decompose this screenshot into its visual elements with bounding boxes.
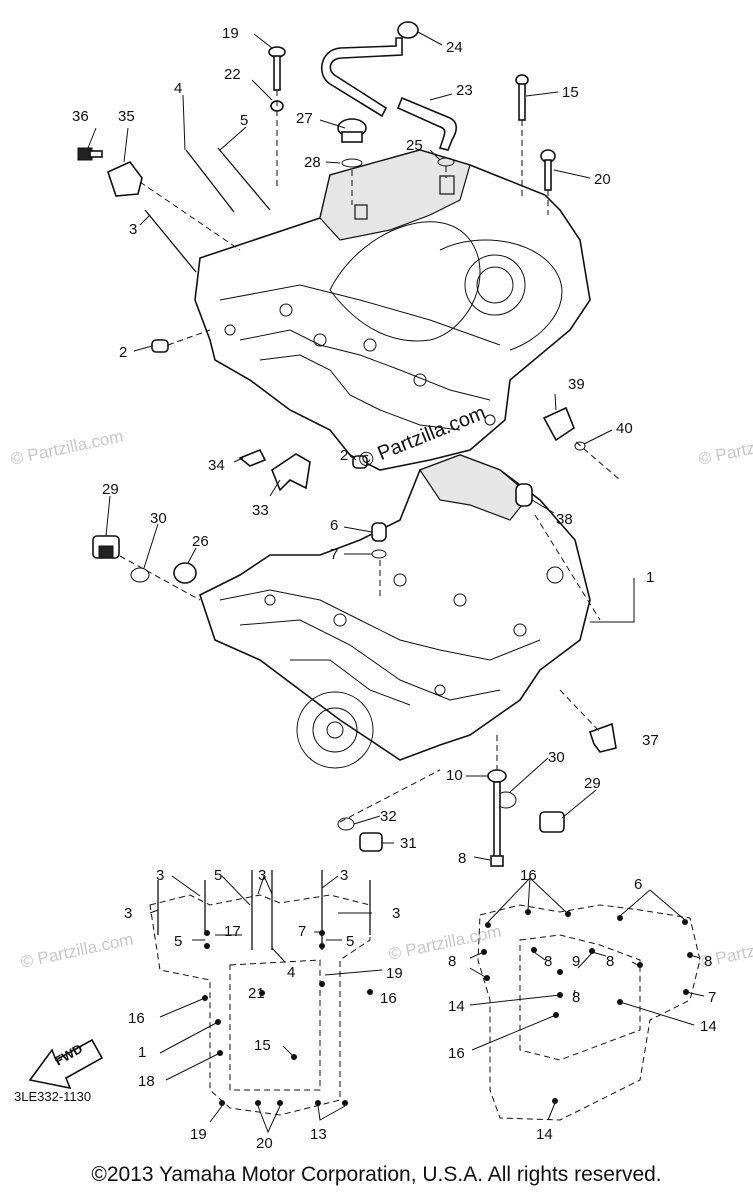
lower-case-bolt-pattern <box>469 877 705 1121</box>
bolt-dots-left <box>202 930 373 1106</box>
callout-13: 13 <box>310 1126 327 1143</box>
callout-3-a: 3 <box>156 867 164 884</box>
callout-33: 33 <box>252 502 269 519</box>
watermark-left: © Partzilla.com <box>9 427 125 469</box>
callout-3-c: 3 <box>340 867 348 884</box>
upper-bolts <box>157 870 371 950</box>
callout-39: 39 <box>568 376 585 393</box>
callout-22: 22 <box>224 66 241 83</box>
callout-40: 40 <box>616 420 633 437</box>
callout-27: 27 <box>296 110 313 127</box>
callout-4: 4 <box>174 80 182 97</box>
callout-1-a: 1 <box>138 1044 146 1061</box>
callout-8-c: 8 <box>606 953 614 970</box>
callout-35: 35 <box>118 108 135 125</box>
callout-3-d: 3 <box>124 905 132 922</box>
callout-19: 19 <box>222 25 239 42</box>
callout-29-left: 29 <box>102 481 119 498</box>
watermark-right: © Partzilla.com <box>697 427 753 469</box>
callout-29-right: 29 <box>584 775 601 792</box>
callout-14-b: 14 <box>700 1018 717 1035</box>
callout-3-top: 3 <box>129 221 137 238</box>
callout-14-c: 14 <box>536 1126 553 1143</box>
callout-3-e: 3 <box>392 905 400 922</box>
callout-16-b: 16 <box>128 1010 145 1027</box>
callout-15-a: 15 <box>254 1037 271 1054</box>
callout-7: 7 <box>330 546 338 563</box>
crankcase-exploded-diagram: © Partzilla.com © Partzilla.com © Partzi… <box>9 21 753 1152</box>
upper-crankcase <box>194 149 591 471</box>
copyright-footer: ©2013 Yamaha Motor Corporation, U.S.A. A… <box>91 1163 662 1186</box>
callout-7-a: 7 <box>298 923 306 940</box>
callout-1: 1 <box>646 569 654 586</box>
watermark-bottom-mid: © Partzilla.com <box>387 922 503 964</box>
callout-30-left: 30 <box>150 510 167 527</box>
lower-crankcase <box>199 454 591 769</box>
callout-18: 18 <box>138 1073 155 1090</box>
callout-31: 31 <box>400 835 417 852</box>
callouts: 19 22 4 5 27 28 24 23 25 15 20 36 35 3 2… <box>72 25 717 1152</box>
callout-21: 21 <box>248 985 265 1002</box>
callout-8-a: 8 <box>448 953 456 970</box>
bolt-leaders-left <box>149 875 383 1134</box>
callout-5-b: 5 <box>174 933 182 950</box>
callout-4-a: 4 <box>287 964 295 981</box>
callout-19-a: 19 <box>386 965 403 982</box>
callout-34: 34 <box>208 457 225 474</box>
callout-2-left: 2 <box>119 344 127 361</box>
callout-16-a: 16 <box>380 990 397 1007</box>
callout-5-c: 5 <box>346 933 354 950</box>
bolt-leaders-right <box>469 877 705 1121</box>
callout-5-a: 5 <box>214 867 222 884</box>
callout-26: 26 <box>192 533 209 550</box>
callout-8-b: 8 <box>544 953 552 970</box>
callout-15: 15 <box>562 84 579 101</box>
bolt-dots-right <box>481 909 693 1104</box>
callout-19-b: 19 <box>190 1126 207 1143</box>
callout-23: 23 <box>456 82 473 99</box>
leader-lines <box>87 31 635 861</box>
upper-case-bolt-pattern <box>149 870 383 1134</box>
callout-36: 36 <box>72 108 89 125</box>
callout-16-d: 16 <box>448 1045 465 1062</box>
callout-6: 6 <box>330 517 338 534</box>
callout-9: 9 <box>572 953 580 970</box>
callout-8-d: 8 <box>704 953 712 970</box>
callout-28: 28 <box>304 154 321 171</box>
callout-8: 8 <box>458 850 466 867</box>
callout-5: 5 <box>240 112 248 129</box>
fwd-arrow: FWD <box>28 1038 104 1090</box>
callout-17: 17 <box>224 923 241 940</box>
callout-25: 25 <box>406 137 423 154</box>
watermark-bottom-left: © Partzilla.com <box>19 930 135 972</box>
ref-code: 3LE332-1130 <box>14 1089 91 1104</box>
callout-30-right: 30 <box>548 749 565 766</box>
callout-7-b: 7 <box>708 989 716 1006</box>
callout-38: 38 <box>556 511 573 528</box>
callout-24: 24 <box>446 39 463 56</box>
callout-32: 32 <box>380 808 397 825</box>
callout-8-e: 8 <box>572 989 580 1006</box>
callout-2-mid: 2 <box>340 447 348 464</box>
callout-16-c: 16 <box>520 867 537 884</box>
callout-3-b: 3 <box>258 867 266 884</box>
callout-37: 37 <box>642 732 659 749</box>
callout-20-a: 20 <box>256 1135 273 1152</box>
callout-14-a: 14 <box>448 998 465 1015</box>
callout-6-a: 6 <box>634 876 642 893</box>
callout-10: 10 <box>446 767 463 784</box>
callout-20: 20 <box>594 171 611 188</box>
